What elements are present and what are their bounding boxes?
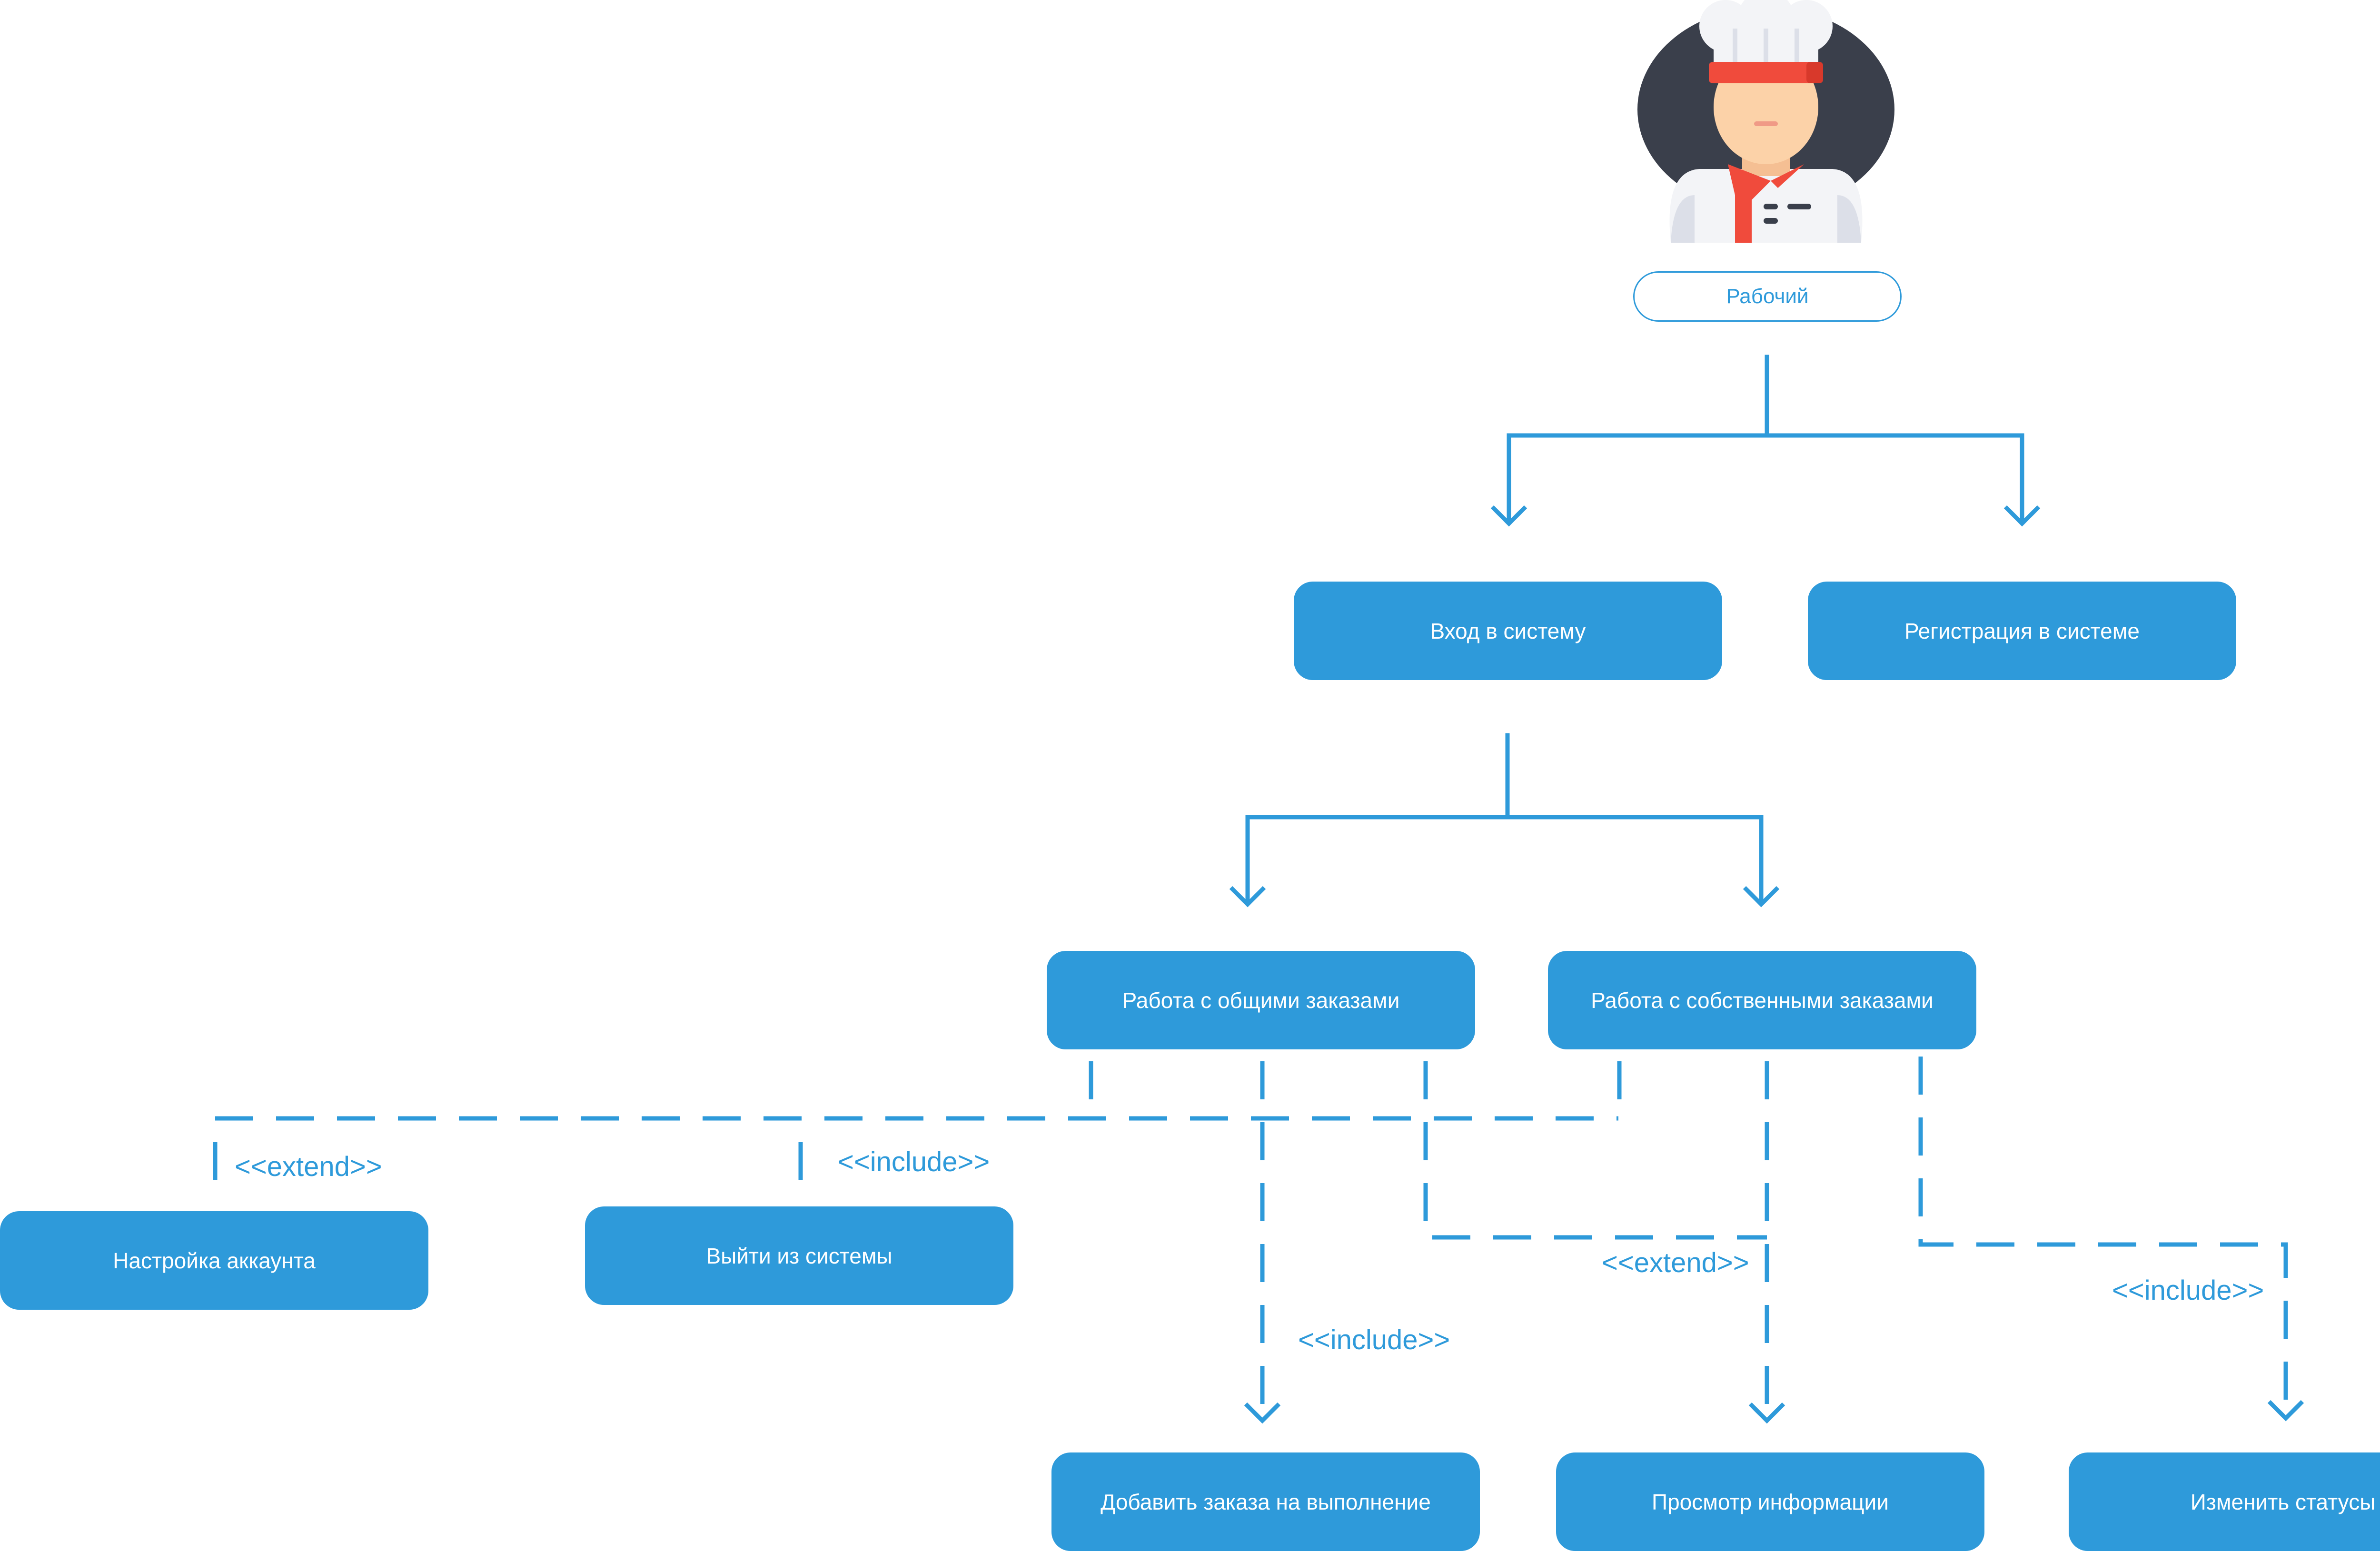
arrowhead-common-orders — [1229, 886, 1266, 908]
change-status-node[interactable]: Изменить статусы — [2069, 1452, 2380, 1551]
arrowhead-add-order — [1244, 1402, 1281, 1424]
logout-node[interactable]: Выйти из системы — [585, 1206, 1013, 1305]
arrowhead-register — [2003, 505, 2041, 527]
login-node[interactable]: Вход в систему — [1294, 582, 1722, 680]
own-orders-node[interactable]: Работа с собственными заказами — [1548, 951, 1976, 1049]
dashed-extend-view-info — [1423, 1061, 1767, 1240]
register-node[interactable]: Регистрация в системе — [1808, 582, 2236, 680]
arrowhead-view-info — [1748, 1402, 1785, 1424]
include-label-change-status: <<include>> — [2112, 1275, 2264, 1306]
include-label-add-order: <<include>> — [1298, 1324, 1450, 1355]
chef-icon — [1637, 0, 1894, 243]
extend-label-view-info: <<extend>> — [1602, 1247, 1749, 1278]
dashed-include-change-status — [1918, 1057, 2288, 1409]
include-label-logout: <<include>> — [838, 1146, 990, 1177]
common-orders-node[interactable]: Работа с общими заказами — [1047, 951, 1475, 1049]
account-settings-node[interactable]: Настройка аккаунта — [0, 1211, 428, 1310]
actor-label: Рабочий — [1633, 271, 1902, 322]
extend-label-account: <<extend>> — [235, 1151, 382, 1182]
arrowhead-login — [1490, 505, 1527, 527]
arrowhead-own-orders — [1743, 886, 1780, 908]
add-order-node[interactable]: Добавить заказа на выполнение — [1051, 1452, 1480, 1551]
arrowhead-change-status — [2267, 1400, 2304, 1422]
view-info-node[interactable]: Просмотр информации — [1556, 1452, 1984, 1551]
